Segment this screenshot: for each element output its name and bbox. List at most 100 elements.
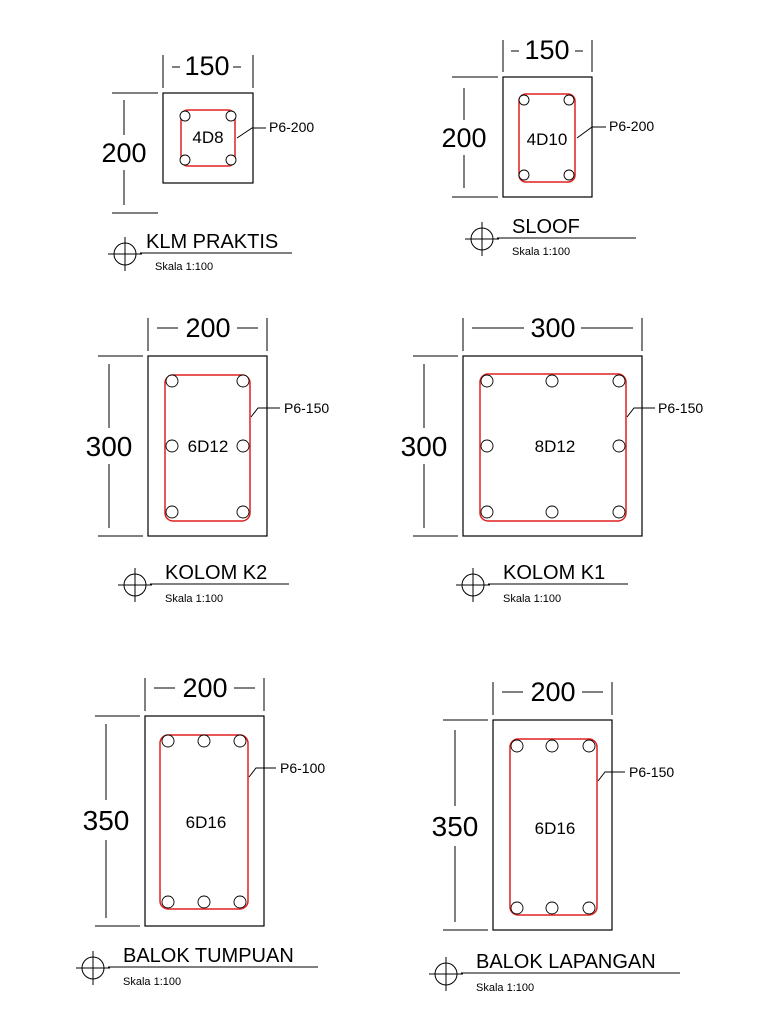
leader-line — [576, 126, 606, 139]
rebar — [518, 94, 530, 106]
section-scale: Skala 1:100 — [155, 261, 213, 273]
rebar — [563, 94, 575, 106]
height-dim-label: 350 — [432, 811, 479, 842]
rebar — [582, 901, 596, 915]
stirrup-label: P6-200 — [269, 119, 314, 135]
section-title: BALOK LAPANGAN — [476, 951, 656, 973]
rebar — [545, 505, 559, 519]
width-dim-label: 200 — [185, 313, 230, 343]
section-outline — [492, 719, 613, 931]
rebar — [545, 739, 559, 753]
rebar — [161, 734, 175, 748]
leader-line — [248, 767, 276, 778]
stirrup — [479, 373, 627, 522]
width-dim-label: 200 — [530, 677, 575, 707]
section-scale: Skala 1:100 — [165, 593, 223, 605]
stirrup — [509, 738, 598, 916]
section-title: KOLOM K2 — [165, 562, 267, 584]
section-outline — [162, 92, 254, 184]
section-balok-tumpuan: 6D16 200 350 P6-100 BALOK TUMPUAN Skala … — [76, 673, 325, 988]
section-outline — [502, 76, 593, 198]
rebar — [197, 895, 211, 909]
rebar — [225, 154, 237, 166]
section-kolom-k2: 6D12 200 300 P6-150 KOLOM K2 Skala 1:100 — [86, 313, 330, 605]
section-scale: Skala 1:100 — [512, 246, 570, 258]
rebar — [225, 110, 237, 122]
stirrup-label: P6-200 — [609, 118, 654, 134]
rebar — [179, 110, 191, 122]
leader-line — [250, 407, 280, 418]
rebar — [545, 901, 559, 915]
width-dim-label: 200 — [182, 673, 227, 703]
section-kolom-k1: 8D12 300 300 P6-150 KOLOM K1 Skala 1:100 — [401, 313, 704, 605]
rebar — [179, 154, 191, 166]
crosshair-circle-icon — [76, 951, 110, 985]
rebar — [165, 505, 179, 519]
height-dim-label: 200 — [101, 138, 146, 168]
rebar — [563, 169, 575, 181]
height-dim-label: 300 — [86, 431, 133, 462]
section-scale: Skala 1:100 — [476, 982, 534, 994]
bar-label: 6D16 — [535, 819, 576, 838]
leader-line — [626, 407, 655, 418]
crosshair-circle-icon — [108, 237, 142, 271]
rebar — [236, 505, 250, 519]
width-dim-label: 150 — [184, 51, 229, 81]
rebar — [197, 734, 211, 748]
rebar — [480, 439, 494, 453]
bar-label: 8D12 — [535, 437, 576, 456]
crosshair-circle-icon — [465, 222, 499, 256]
rebar — [161, 895, 175, 909]
rebar — [518, 169, 530, 181]
rebar — [612, 439, 626, 453]
section-title: KLM PRAKTIS — [146, 231, 278, 253]
rebar — [612, 374, 626, 388]
rebar — [236, 439, 250, 453]
rebar — [582, 739, 596, 753]
rebar — [165, 374, 179, 388]
crosshair-circle-icon — [429, 957, 463, 991]
height-dim-label: 300 — [401, 431, 448, 462]
rebar — [612, 505, 626, 519]
rebar — [480, 505, 494, 519]
bar-label: 4D8 — [192, 128, 223, 147]
stirrup — [164, 374, 251, 522]
section-outline — [147, 355, 268, 537]
rebar — [480, 374, 494, 388]
rebar — [233, 895, 247, 909]
stirrup-label: P6-150 — [658, 400, 703, 416]
section-outline — [144, 715, 265, 927]
crosshair-circle-icon — [456, 568, 490, 602]
stirrup-label: P6-150 — [629, 764, 674, 780]
width-dim-label: 300 — [530, 313, 575, 343]
leader-line — [597, 771, 625, 782]
section-scale: Skala 1:100 — [503, 593, 561, 605]
height-dim-label: 350 — [83, 805, 130, 836]
section-title: BALOK TUMPUAN — [123, 945, 294, 967]
leader-line — [236, 127, 266, 139]
section-title: SLOOF — [512, 216, 580, 238]
stirrup — [180, 109, 236, 167]
rebar — [236, 374, 250, 388]
section-scale: Skala 1:100 — [123, 976, 181, 988]
crosshair-circle-icon — [118, 568, 152, 602]
section-outline — [462, 355, 643, 537]
height-dim-label: 200 — [441, 123, 486, 153]
bar-label: 6D16 — [186, 813, 227, 832]
rebar — [165, 439, 179, 453]
rebar — [545, 374, 559, 388]
stirrup-label: P6-100 — [280, 760, 325, 776]
stirrup — [518, 93, 576, 183]
section-sloof: 4D10 150 200 P6-200 SLOOF Skala 1:100 — [441, 35, 654, 258]
section-title: KOLOM K1 — [503, 562, 605, 584]
section-klm-praktis: 4D8 150 200 P6-200 KLM PRAKTIS Skala 1:1… — [101, 51, 314, 273]
rebar — [510, 901, 524, 915]
stirrup-label: P6-150 — [284, 400, 329, 416]
rebar — [233, 734, 247, 748]
bar-label: 6D12 — [188, 437, 229, 456]
bar-label: 4D10 — [527, 130, 568, 149]
width-dim-label: 150 — [524, 35, 569, 65]
section-balok-lapangan: 6D16 200 350 P6-150 BALOK LAPANGAN Skala… — [429, 677, 680, 994]
rebar — [510, 739, 524, 753]
